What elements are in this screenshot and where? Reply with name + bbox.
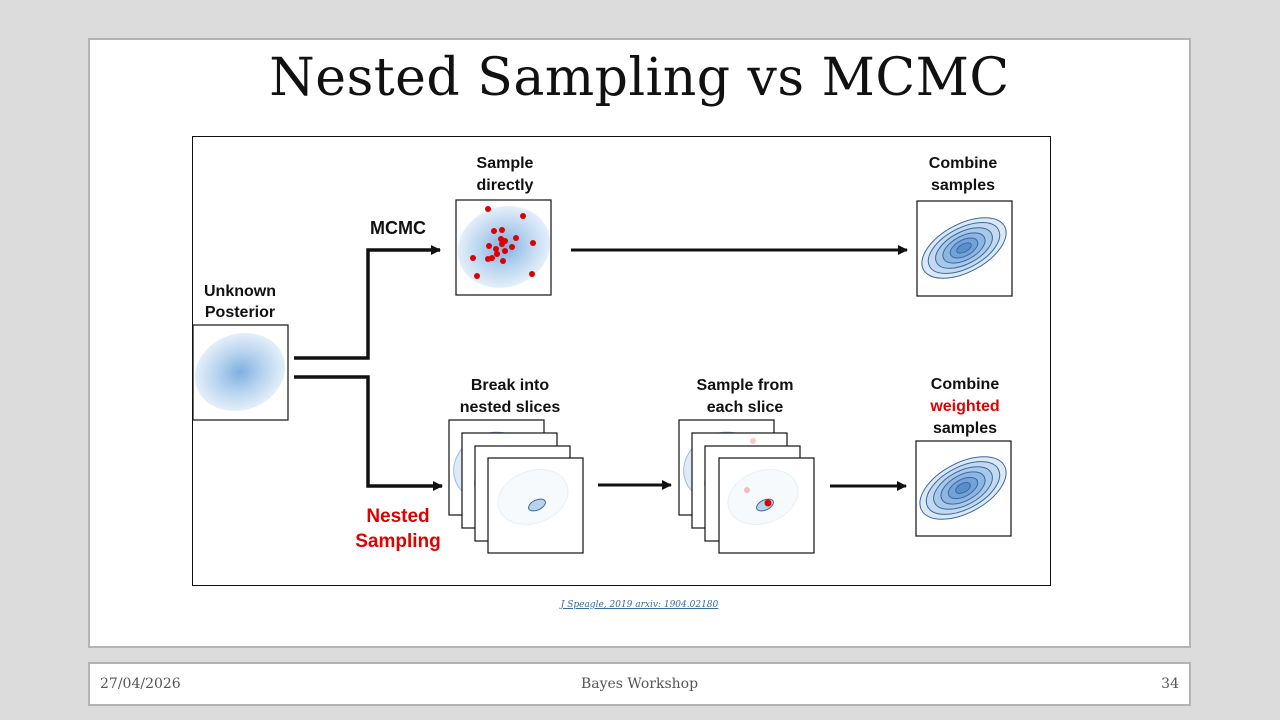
diagram-svg: Unknown Posterior MCMC Sample directly [193, 155, 1013, 554]
slice-sample-point [764, 499, 772, 507]
arrow-to-nested [294, 375, 443, 491]
nested-sampling-label-2: Sampling [355, 531, 441, 552]
sample-slice-label-1: Sample from [697, 377, 794, 394]
combine-samples-panel [916, 200, 1013, 297]
unknown-posterior-label-2: Posterior [205, 304, 275, 321]
sample-slice-stack [678, 419, 815, 554]
slide: Nested Sampling vs MCMC Unknown Posterio… [88, 38, 1191, 648]
combine-samples-label-2: samples [931, 177, 995, 194]
combine-weighted-label-2: weighted [929, 398, 999, 415]
page-number: 34 [1161, 676, 1179, 692]
footer: 27/04/2026 Bayes Workshop 34 [88, 662, 1191, 706]
sample-slice-label-2: each slice [707, 399, 784, 416]
nested-slices-stack [448, 419, 584, 554]
mcmc-sample-points [470, 206, 536, 279]
diagram-figure: Unknown Posterior MCMC Sample directly [192, 136, 1051, 586]
combine-weighted-label-3: samples [933, 420, 997, 437]
slide-title: Nested Sampling vs MCMC [269, 48, 1010, 108]
footer-title: Bayes Workshop [580, 676, 699, 692]
combine-weighted-panel [915, 440, 1012, 537]
break-slices-label-1: Break into [471, 377, 549, 394]
combine-weighted-label-1: Combine [931, 376, 1000, 393]
posterior-panel [193, 324, 289, 421]
sample-directly-label-2: directly [477, 177, 534, 194]
combine-samples-label-1: Combine [929, 155, 998, 172]
sample-directly-label-1: Sample [477, 155, 534, 172]
nested-sampling-label-1: Nested [366, 506, 429, 527]
citation-link[interactable]: J Speagle, 2019 arxiv: 1904.02180 [560, 600, 719, 610]
footer-date: 27/04/2026 [100, 676, 181, 692]
arrow-to-mcmc [294, 245, 441, 360]
mcmc-label: MCMC [370, 218, 426, 238]
break-slices-label-2: nested slices [460, 399, 561, 416]
unknown-posterior-label-1: Unknown [204, 283, 276, 300]
sample-directly-panel [455, 199, 552, 296]
